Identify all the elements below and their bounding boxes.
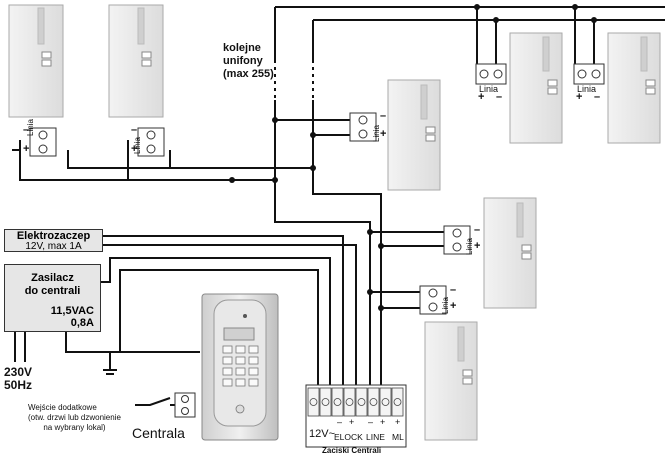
zasilacz-title-1: Zasilacz bbox=[31, 272, 74, 284]
plus-label-4: + bbox=[478, 91, 485, 103]
extra-input-title: Wejście dodatkowe bbox=[28, 403, 97, 412]
more-phones-line-3: (max 255) bbox=[223, 68, 274, 80]
minus-label-5: – bbox=[594, 91, 601, 103]
line-terminal-1 bbox=[29, 127, 57, 157]
elektrozaczep-box: Elektrozaczep 12V, max 1A bbox=[4, 229, 103, 252]
zasilacz-title-2: do centrali bbox=[24, 285, 81, 297]
more-phones-label: kolejne unifony (max 255) bbox=[223, 42, 274, 81]
extra-input-desc-2: na wybrany lokal) bbox=[43, 423, 106, 432]
term-line-plus: + bbox=[380, 417, 386, 427]
term-elock-label: ELOCK bbox=[334, 432, 363, 442]
minus-label-3: – bbox=[380, 110, 387, 122]
term-elock-minus: – bbox=[337, 417, 343, 427]
plus-label-7: + bbox=[450, 300, 457, 312]
intercom-handset-5 bbox=[607, 32, 661, 144]
line-terminal-4 bbox=[475, 63, 507, 85]
term-line-minus: – bbox=[368, 417, 374, 427]
plus-label-1: + bbox=[23, 143, 30, 155]
mains-frequency: 50Hz bbox=[4, 378, 33, 392]
elektrozaczep-spec: 12V, max 1A bbox=[25, 241, 82, 252]
minus-label-4: – bbox=[496, 91, 503, 103]
zasilacz-output-2: 0,8A bbox=[70, 317, 94, 329]
term-line-label: LINE bbox=[366, 432, 385, 442]
extra-input-label: Wejście dodatkowe (otw. drzwi lub dzwoni… bbox=[28, 403, 121, 433]
line-terminal-7 bbox=[419, 285, 447, 315]
plus-label-6: + bbox=[474, 240, 481, 252]
line-terminal-6 bbox=[443, 225, 471, 255]
line-terminal-3 bbox=[349, 112, 377, 142]
line-terminal-2 bbox=[137, 127, 165, 157]
zasilacz-output-1: 11,5VAC bbox=[50, 305, 94, 317]
elektrozaczep-title: Elektrozaczep bbox=[16, 230, 91, 242]
term-elock-plus: + bbox=[349, 417, 355, 427]
minus-label-2: – bbox=[131, 124, 138, 136]
more-phones-line-1: kolejne bbox=[223, 42, 261, 54]
extra-input-terminal bbox=[174, 392, 196, 418]
central-terminal-strip bbox=[305, 384, 407, 448]
more-phones-line-2: unifony bbox=[223, 55, 263, 67]
intercom-handset-6 bbox=[483, 197, 537, 309]
minus-label-7: – bbox=[450, 284, 457, 296]
linia-label-4: Linia bbox=[479, 84, 499, 94]
mains-voltage: 230V bbox=[4, 365, 33, 379]
linia-label-5: Linia bbox=[577, 84, 597, 94]
mains-label: 230V 50Hz bbox=[4, 366, 32, 392]
terminals-title: Zaciski Centrali bbox=[322, 446, 382, 455]
intercom-handset-3 bbox=[387, 79, 441, 191]
plus-label-3: + bbox=[380, 128, 387, 140]
centrala-panel bbox=[201, 293, 279, 441]
zasilacz-box: Zasilacz do centrali 11,5VAC 0,8A bbox=[4, 264, 101, 332]
intercom-handset-1 bbox=[8, 4, 64, 118]
linia-label-2: Linia bbox=[133, 137, 142, 154]
term-12v-label: 12V~ bbox=[309, 428, 335, 440]
junction-dots bbox=[229, 4, 597, 311]
intercom-handset-2 bbox=[108, 4, 164, 118]
centrala-label: Centrala bbox=[132, 425, 185, 441]
minus-label-1: – bbox=[23, 124, 30, 136]
term-ml-plus: + bbox=[395, 417, 401, 427]
plus-label-5: + bbox=[576, 91, 583, 103]
intercom-handset-4 bbox=[509, 32, 563, 144]
centrala-keypad bbox=[222, 345, 259, 414]
intercom-handset-7 bbox=[424, 321, 478, 441]
minus-label-6: – bbox=[474, 224, 481, 236]
plus-label-2: + bbox=[131, 143, 138, 155]
extra-input-desc-1: (otw. drzwi lub dzwonienie bbox=[28, 413, 121, 422]
wires bbox=[12, 6, 665, 406]
linia-label-1: Linia bbox=[26, 119, 35, 136]
linia-label-6: Linia bbox=[465, 238, 474, 255]
term-ml-label: ML bbox=[392, 432, 404, 442]
linia-label-7: Linia bbox=[441, 297, 450, 314]
line-terminal-5 bbox=[573, 63, 605, 85]
